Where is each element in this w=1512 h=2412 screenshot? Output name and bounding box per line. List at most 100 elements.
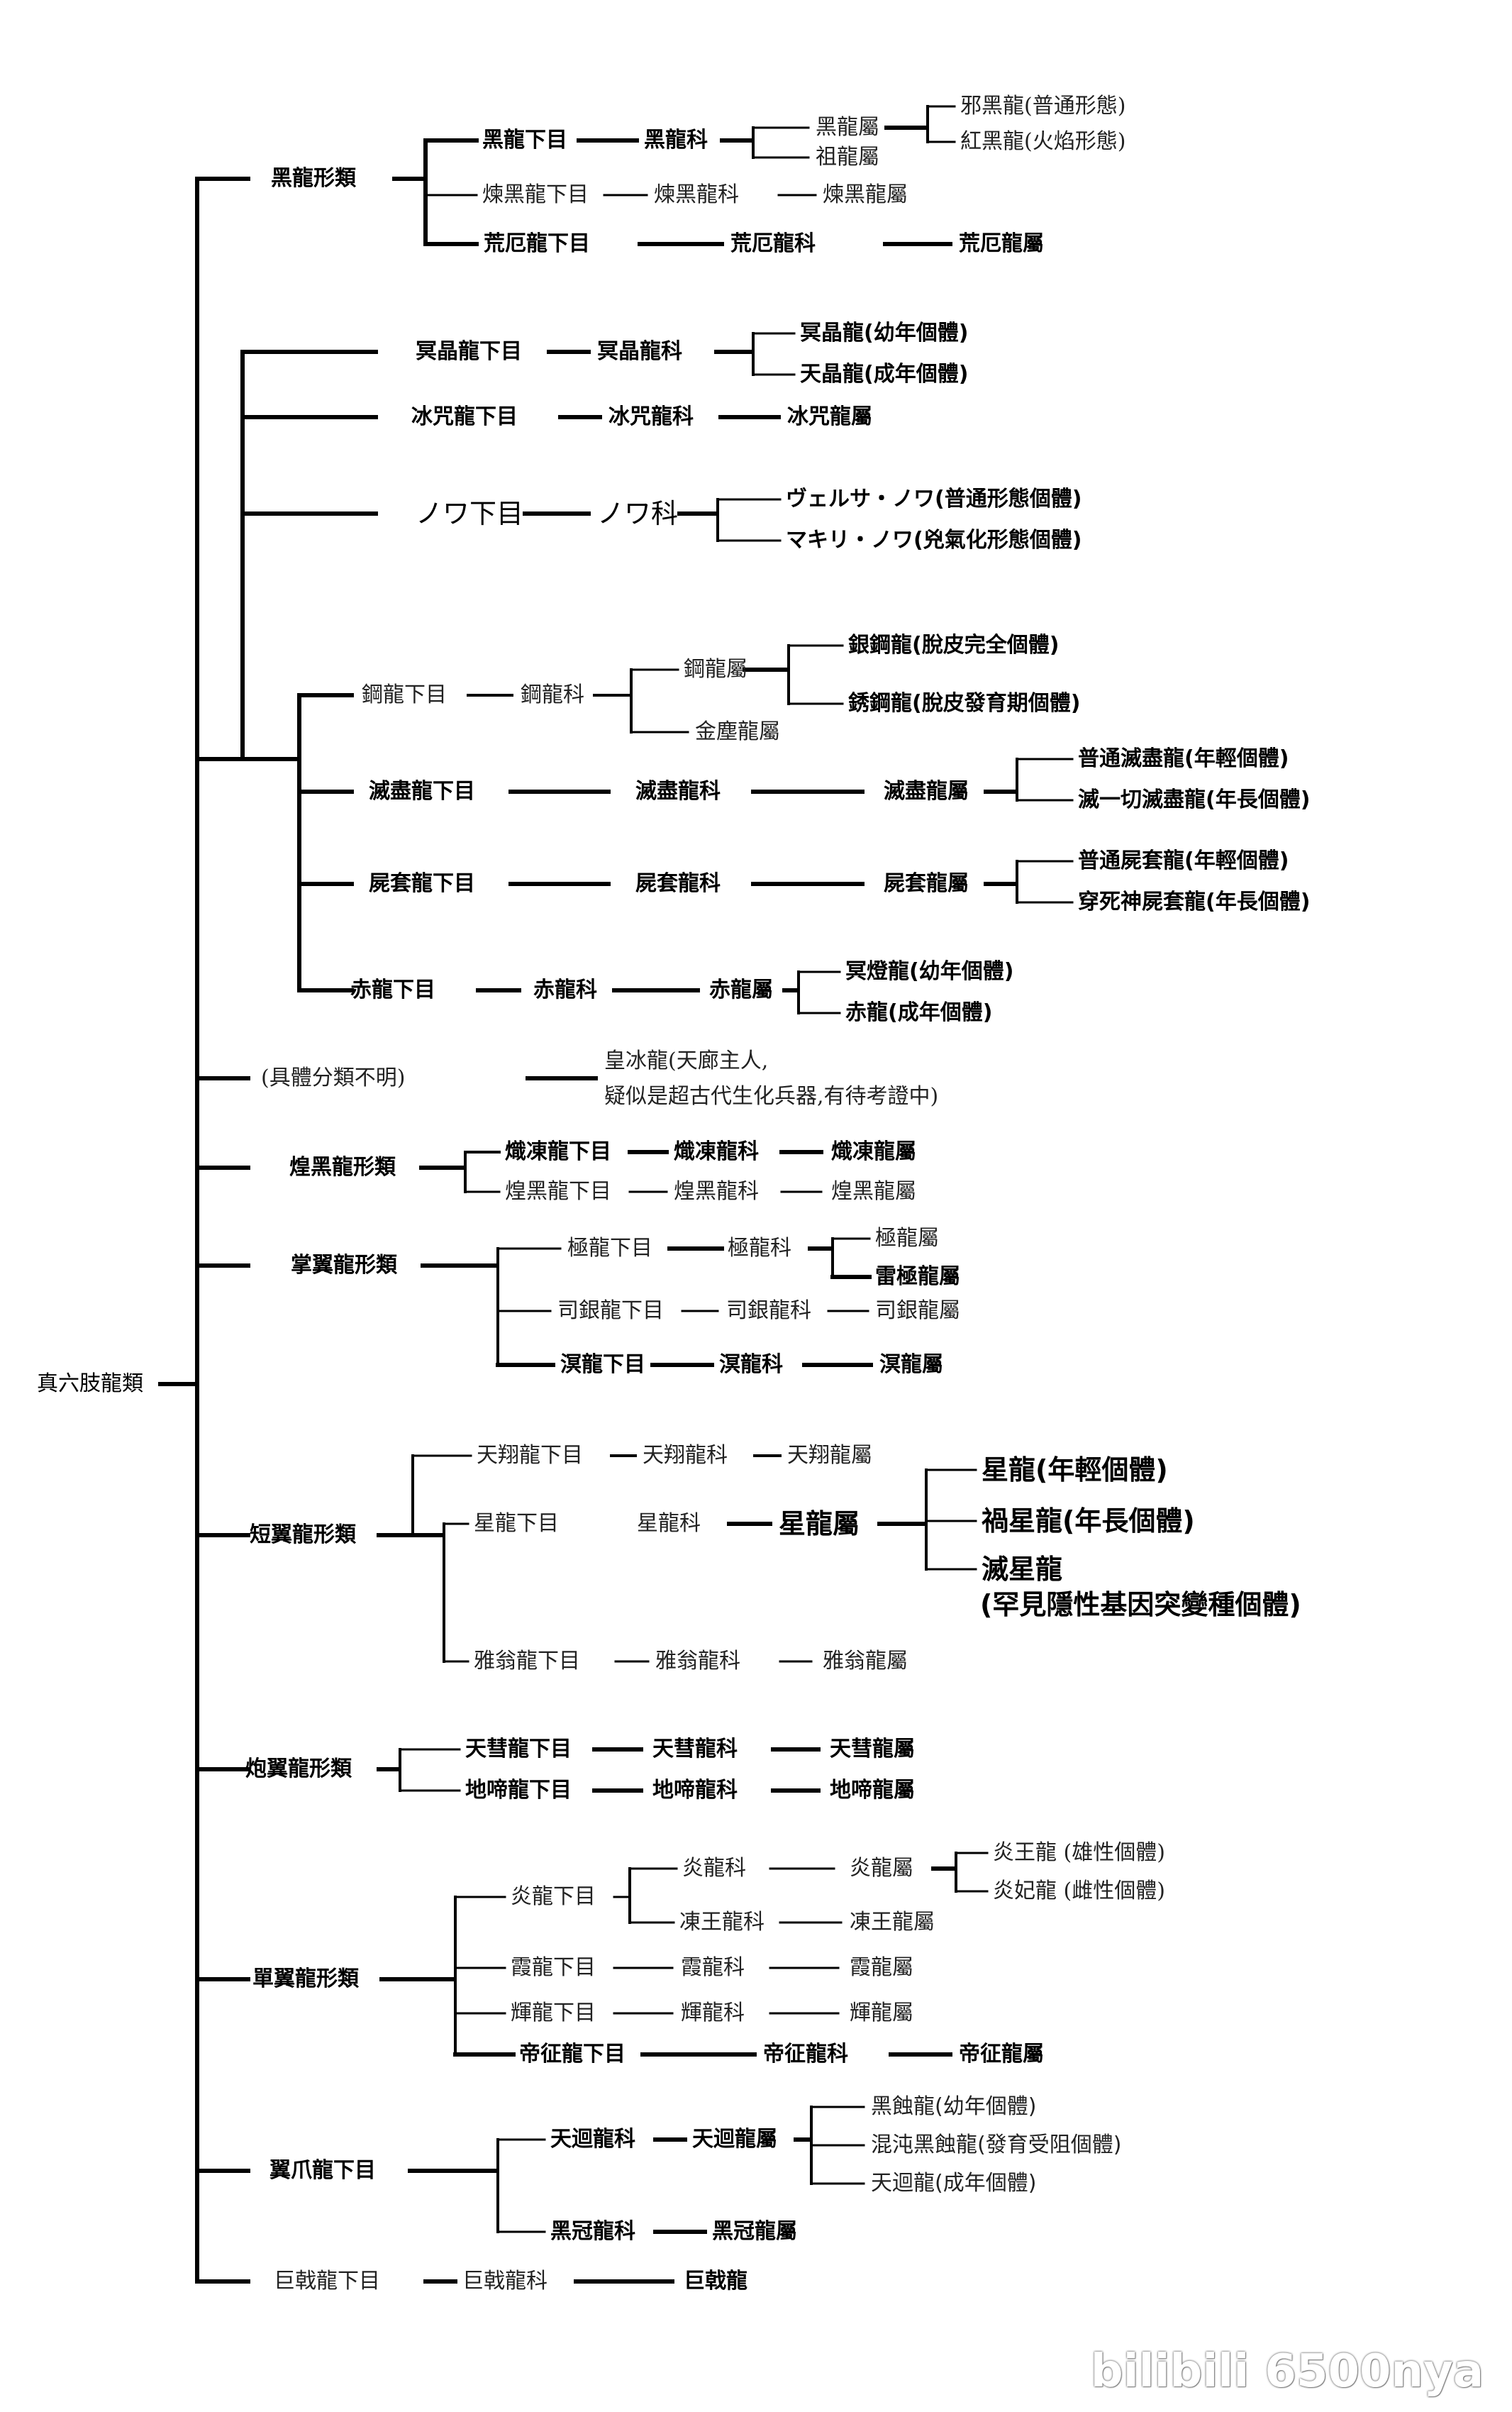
node-label: 煌黑龍科	[674, 1179, 759, 1204]
node-label: 霞龍下目	[511, 1955, 596, 1980]
node-label: (罕見隱性基因突變種個體)	[980, 1589, 1301, 1620]
node-label: 煉黑龍屬	[823, 182, 908, 207]
node-label: 赤龍屬	[709, 978, 773, 1002]
node-label: 天迴龍(成年個體)	[871, 2171, 1037, 2196]
node-label: 赤龍科	[533, 978, 597, 1002]
node-label: 巨戟龍下目	[274, 2269, 380, 2294]
node-label: 屍套龍下目	[369, 871, 475, 896]
node-label: 冰咒龍下目	[411, 404, 518, 429]
node-label: 滅盡龍屬	[884, 779, 969, 804]
node-label: ノワ科	[597, 498, 679, 529]
node-label: 冰咒龍科	[608, 404, 694, 429]
node-label: (具體分類不明)	[261, 1066, 406, 1090]
node-label: 天迴龍科	[550, 2127, 635, 2152]
node-label: 星龍屬	[779, 1508, 860, 1539]
node-label: 輝龍屬	[850, 2001, 913, 2025]
node-label: 司銀龍科	[726, 1298, 811, 1323]
node-label: 熾凍龍屬	[831, 1139, 916, 1164]
node-label: 司銀龍下目	[557, 1298, 664, 1323]
node-label: 天晶龍(成年個體)	[800, 362, 969, 387]
node-label: 炎龍下目	[511, 1884, 596, 1909]
node-label: 炎王龍 (雄性個體)	[993, 1840, 1165, 1865]
node-label: 司銀龍屬	[875, 1298, 960, 1323]
node-label: 輝龍科	[681, 2001, 745, 2025]
node-label: 星龍下目	[474, 1511, 559, 1536]
node-label: 單翼龍形類	[252, 1966, 359, 1991]
node-label: 溟龍科	[719, 1352, 783, 1377]
node-label: 煌黑龍下目	[505, 1179, 611, 1204]
node-label: ヴェルサ・ノワ(普通形態個體)	[786, 487, 1082, 511]
node-label: 地啼龍科	[652, 1778, 738, 1803]
node-label: 冥燈龍(幼年個體)	[845, 959, 1014, 984]
node-label: 煌黑龍形類	[289, 1155, 396, 1180]
node-label: 金塵龍屬	[695, 719, 780, 744]
node-label: 冥晶龍下目	[416, 339, 522, 364]
node-label: 冥晶龍科	[597, 339, 682, 364]
node-label: 帝征龍下目	[519, 2042, 626, 2067]
node-label: 天彗龍下目	[465, 1737, 572, 1761]
node-label: 邪黑龍(普通形態)	[960, 94, 1126, 118]
node-label: 赤龍(成年個體)	[845, 1000, 993, 1025]
node-label: 溟龍屬	[879, 1352, 943, 1377]
node-label: 星龍科	[637, 1511, 701, 1536]
node-label: 黑龍形類	[271, 166, 356, 191]
node-label: 炎龍屬	[850, 1856, 913, 1881]
node-label: 普通屍套龍(年輕個體)	[1078, 848, 1289, 873]
node-label: 荒厄龍下目	[484, 231, 590, 256]
node-label: 巨戟龍	[684, 2269, 747, 2294]
node-label: 熾凍龍科	[674, 1139, 759, 1164]
node-label: 炮翼龍形類	[245, 1757, 352, 1781]
node-label: 銀鋼龍(脫皮完全個體)	[848, 633, 1060, 658]
node-label: 黑蝕龍(幼年個體)	[871, 2094, 1037, 2119]
node-label: 冰咒龍屬	[787, 404, 872, 429]
node-label: 紅黑龍(火焰形態)	[960, 129, 1126, 154]
node-label: 荒厄龍科	[730, 231, 816, 256]
node-label: 天翔龍下目	[477, 1443, 583, 1468]
node-label: マキリ・ノワ(兇氣化形態個體)	[786, 528, 1082, 553]
node-label: 輝龍下目	[511, 2001, 596, 2025]
node-label: 熾凍龍下目	[505, 1139, 611, 1164]
node-label: 黑龍科	[644, 128, 708, 153]
node-label: 滅盡龍科	[635, 779, 721, 804]
node-label: 鋼龍科	[521, 682, 584, 707]
node-label: 普通滅盡龍(年輕個體)	[1078, 746, 1289, 771]
node-label: 地啼龍屬	[830, 1778, 915, 1803]
node-label: 天翔龍屬	[787, 1443, 872, 1468]
node-label: 冥晶龍(幼年個體)	[800, 321, 969, 345]
node-label: 極龍屬	[875, 1226, 939, 1251]
node-label: 雅翁龍科	[655, 1649, 740, 1674]
node-label: 帝征龍屬	[959, 2042, 1044, 2067]
node-label: 煉黑龍下目	[482, 182, 589, 207]
node-label: 疑似是超古代生化兵器,有待考證中)	[604, 1084, 939, 1109]
node-label: 鋼龍下目	[362, 682, 447, 707]
node-label: 黑冠龍科	[550, 2219, 635, 2244]
node-label: 炎妃龍 (雌性個體)	[993, 1879, 1165, 1903]
node-label: 溟龍下目	[560, 1352, 645, 1377]
node-label: 祖龍屬	[816, 145, 879, 170]
node-label: 天彗龍屬	[830, 1737, 915, 1761]
watermark: bilibili 6500nya	[1090, 2345, 1484, 2398]
node-label: 掌翼龍形類	[291, 1253, 397, 1278]
node-label: 滅一切滅盡龍(年長個體)	[1078, 787, 1311, 812]
node-label: 煌黑龍屬	[831, 1179, 916, 1204]
node-label: 雅翁龍下目	[474, 1649, 580, 1674]
root-label: 真六肢龍類	[37, 1371, 143, 1396]
node-label: 極龍科	[728, 1236, 791, 1261]
node-label: 炎龍科	[682, 1856, 746, 1881]
node-label: 天翔龍科	[643, 1443, 728, 1468]
node-label: 星龍(年輕個體)	[982, 1454, 1168, 1486]
node-label: 鋼龍屬	[684, 657, 747, 682]
node-label: 巨戟龍科	[462, 2269, 547, 2294]
node-label: 黑龍屬	[816, 115, 879, 140]
node-label: 翼爪龍下目	[269, 2158, 376, 2183]
node-label: 黑冠龍屬	[712, 2219, 797, 2244]
node-label: 禍星龍(年長個體)	[982, 1505, 1195, 1537]
node-label: 雷極龍屬	[875, 1264, 960, 1289]
node-label: 地啼龍下目	[465, 1778, 572, 1803]
node-label: 凍王龍屬	[850, 1910, 935, 1935]
node-label: 霞龍屬	[850, 1955, 913, 1980]
node-label: 滅星龍	[982, 1554, 1063, 1585]
node-label: 荒厄龍屬	[959, 231, 1044, 256]
